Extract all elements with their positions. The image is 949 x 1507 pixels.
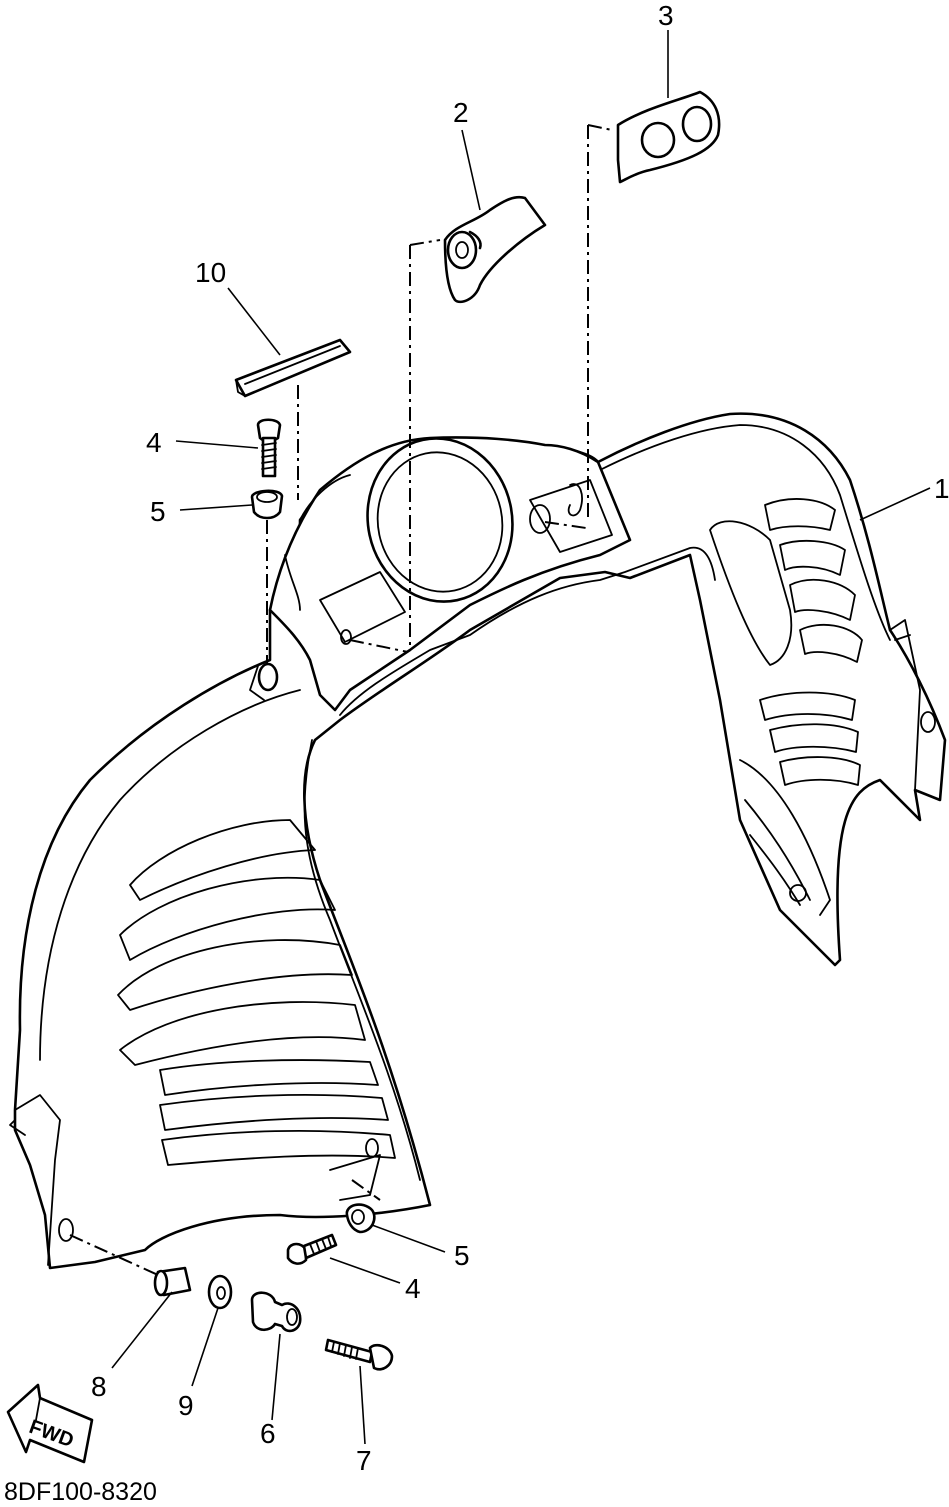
callout-6: 6 xyxy=(260,1418,276,1449)
callout-4-lower: 4 xyxy=(405,1273,421,1304)
callout-3: 3 xyxy=(658,0,674,31)
grommet-5-lower xyxy=(345,1203,376,1234)
callout-7: 7 xyxy=(356,1445,372,1476)
callout-10: 10 xyxy=(195,257,226,288)
leader-lines xyxy=(111,30,931,1445)
callout-1: 1 xyxy=(934,473,949,504)
callout-8: 8 xyxy=(91,1371,107,1402)
callout-5-lower: 5 xyxy=(454,1240,470,1271)
bolt-7 xyxy=(324,1338,394,1371)
screw-4-upper xyxy=(256,418,282,478)
drawing-code: 8DF100-8320 xyxy=(4,1478,157,1506)
callout-2: 2 xyxy=(453,97,469,128)
collar-8 xyxy=(153,1266,192,1297)
part-1-main-cover xyxy=(9,412,947,1270)
damper-6 xyxy=(250,1291,302,1333)
grommet-5-upper xyxy=(250,489,284,520)
washer-9 xyxy=(207,1274,233,1310)
callout-9: 9 xyxy=(178,1390,194,1421)
part-3-plate xyxy=(616,90,721,184)
part-10-strip xyxy=(234,338,352,398)
assembly-lines xyxy=(69,124,613,1276)
callout-labels: 1 2 3 4 4 5 5 6 7 8 9 10 xyxy=(91,0,949,1476)
callout-4-upper: 4 xyxy=(146,427,162,458)
screw-4-lower xyxy=(286,1233,338,1265)
fwd-direction-arrow: FWD xyxy=(6,1383,94,1464)
callout-5-upper: 5 xyxy=(150,496,166,527)
part-2-bracket xyxy=(443,195,547,304)
